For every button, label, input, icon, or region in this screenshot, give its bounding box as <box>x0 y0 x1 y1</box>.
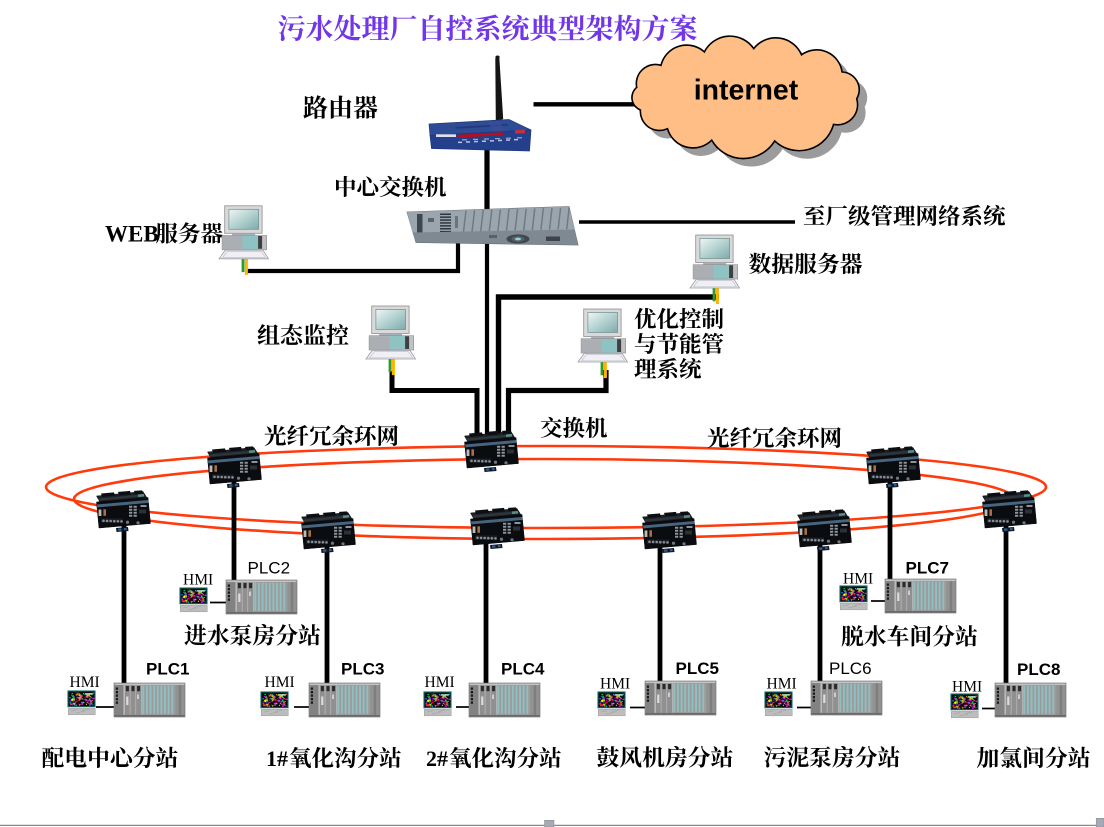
svg-text:PLC7: PLC7 <box>906 559 949 578</box>
svg-text:HMI: HMI <box>767 676 797 693</box>
svg-text:internet: internet <box>694 75 799 107</box>
svg-text:HMI: HMI <box>600 676 630 693</box>
svg-text:2#: 2# <box>426 746 448 771</box>
svg-text:PLC3: PLC3 <box>341 660 384 679</box>
svg-text:PLC4: PLC4 <box>501 660 545 679</box>
svg-text:WEB: WEB <box>105 222 159 247</box>
svg-text:HMI: HMI <box>183 572 213 589</box>
svg-text:PLC2: PLC2 <box>248 559 291 578</box>
svg-text:PLC6: PLC6 <box>829 659 872 678</box>
svg-text:HMI: HMI <box>265 674 295 691</box>
svg-text:HMI: HMI <box>952 679 982 696</box>
svg-text:HMI: HMI <box>843 571 873 588</box>
svg-text:HMI: HMI <box>70 674 100 691</box>
svg-text:PLC1: PLC1 <box>146 660 189 679</box>
svg-text:1#: 1# <box>266 746 288 771</box>
svg-text:PLC5: PLC5 <box>676 659 719 678</box>
svg-text:HMI: HMI <box>425 674 455 691</box>
svg-text:PLC8: PLC8 <box>1017 660 1060 679</box>
